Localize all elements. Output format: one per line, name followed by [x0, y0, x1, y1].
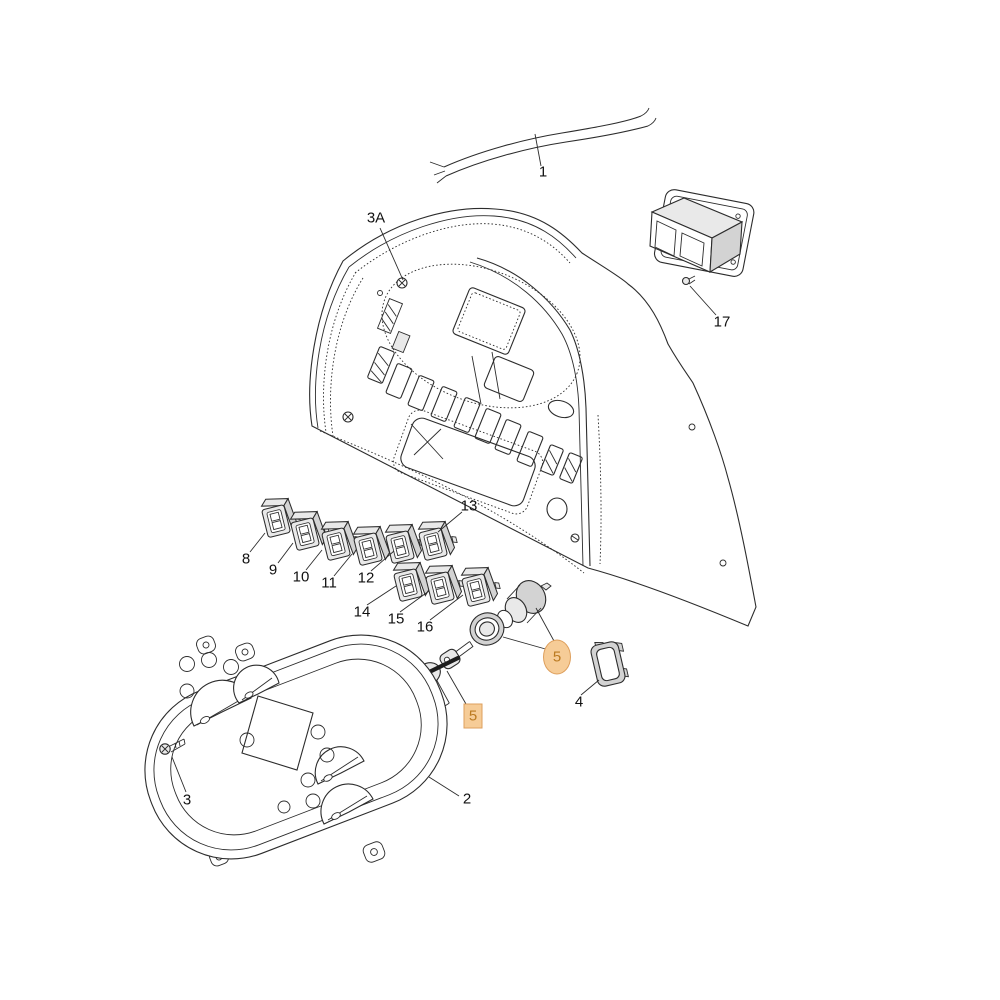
leader-16: [429, 594, 464, 621]
leader-10: [305, 549, 323, 571]
panel-screw-3a: [396, 277, 408, 289]
cluster-screw: [159, 738, 186, 755]
callout-15[interactable]: 15: [387, 610, 405, 628]
wiring-harness: [429, 107, 657, 184]
callout-10[interactable]: 10: [292, 568, 310, 586]
instrument-cluster: [144, 634, 448, 867]
leader-3: [171, 756, 187, 793]
ignition-switch: [469, 580, 552, 646]
callout-3[interactable]: 3: [182, 791, 192, 809]
leader-1: [534, 133, 542, 167]
ignition-bezel: [469, 612, 505, 646]
callout-4[interactable]: 4: [574, 693, 584, 711]
leader-5-ignition-b: [535, 607, 555, 642]
cluster-holes: [179, 652, 335, 814]
callout-5-key-highlighted[interactable]: 5: [463, 703, 483, 729]
callout-3a[interactable]: 3A: [366, 209, 386, 227]
leader-3a: [379, 227, 404, 281]
leader-8: [249, 532, 266, 553]
leader-15: [399, 590, 430, 613]
callout-9[interactable]: 9: [268, 561, 278, 579]
dash-panel: [309, 207, 757, 627]
leader-11: [333, 553, 353, 577]
leader-5-ignition-a: [502, 636, 550, 651]
callout-5-ignition-highlighted[interactable]: 5: [543, 639, 571, 675]
rocker-switch-15: [422, 558, 468, 606]
leader-4: [580, 679, 600, 696]
callout-12[interactable]: 12: [357, 569, 375, 587]
leader-12: [370, 550, 395, 572]
rocker-switch-13: [415, 514, 461, 562]
leader-2: [428, 776, 460, 797]
callout-2[interactable]: 2: [462, 790, 472, 808]
callout-17[interactable]: 17: [713, 313, 731, 331]
callout-11[interactable]: 11: [321, 574, 337, 592]
connector-screw: [681, 275, 696, 286]
blank-bezel: [590, 641, 629, 687]
callout-13[interactable]: 13: [460, 497, 478, 515]
callout-14[interactable]: 14: [353, 603, 371, 621]
leader-9: [277, 542, 294, 564]
leader-5-key: [446, 670, 467, 705]
leader-17: [689, 285, 717, 316]
callout-16[interactable]: 16: [416, 618, 434, 636]
rocker-switch-16: [458, 560, 504, 608]
leader-lines: [171, 133, 717, 797]
gauge-dials: [190, 664, 374, 825]
leader-13: [437, 511, 463, 533]
callout-1[interactable]: 1: [538, 163, 548, 181]
leader-14: [366, 585, 397, 606]
connector-housing: [649, 189, 755, 286]
callout-8[interactable]: 8: [241, 550, 251, 568]
